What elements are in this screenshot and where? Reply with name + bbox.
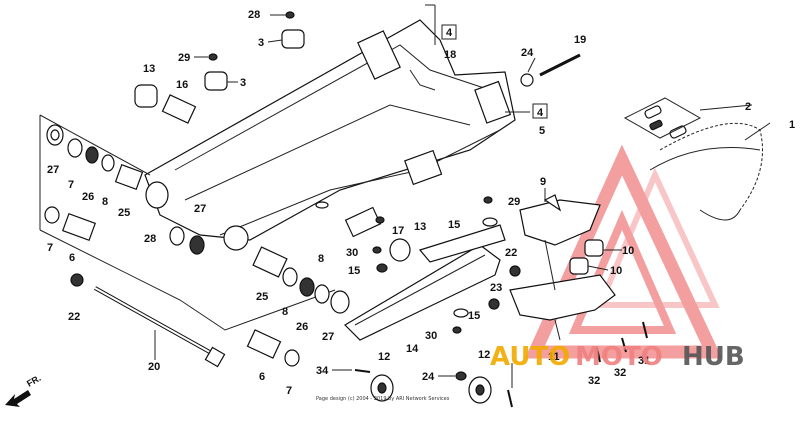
callout-30b: 30 — [346, 247, 358, 259]
callout-27a: 27 — [47, 164, 59, 176]
callout-4a: 4 — [446, 27, 453, 39]
callout-2: 2 — [745, 101, 751, 113]
callout-30a: 29 — [508, 196, 520, 208]
callout-22b: 23 — [490, 282, 502, 294]
front-arrow-icon: FR. — [5, 373, 43, 407]
front-arrow-label: FR. — [25, 373, 43, 389]
callout-8b: 8 — [102, 196, 108, 208]
callout-19: 19 — [574, 34, 586, 46]
callout-10b: 10 — [610, 265, 622, 277]
right-bearings — [246, 206, 411, 367]
callout-32b: 32 — [614, 367, 626, 379]
callout-8d: 8 — [318, 253, 324, 265]
assembly-outlines — [39, 4, 530, 331]
callout-3a: 3 — [258, 37, 264, 49]
copyright-text: Page design (c) 2004 - 2019 by ARI Netwo… — [316, 396, 450, 402]
callout-15a: 15 — [448, 219, 460, 231]
callout-6a: 6 — [69, 252, 75, 264]
callout-13a: 13 — [143, 63, 155, 75]
callout-3b: 3 — [240, 77, 246, 89]
callout-17: 17 — [392, 225, 404, 237]
callout-21: 22 — [68, 311, 80, 323]
callout-16: 16 — [176, 79, 188, 91]
watermark-auto: AUTO — [490, 342, 570, 372]
callout-15c: 15 — [468, 310, 480, 322]
collars — [569, 239, 604, 275]
callout-13b: 13 — [414, 221, 426, 233]
callout-12a: 12 — [378, 351, 390, 363]
swingarm — [144, 19, 516, 251]
callout-7a: 7 — [47, 242, 53, 254]
watermark-moto: MOTO — [575, 342, 663, 372]
pivot-bolt — [94, 286, 226, 368]
callout-8c: 8 — [282, 306, 288, 318]
callout-5: 5 — [539, 125, 545, 137]
callout-25b: 25 — [256, 291, 268, 303]
callout-24: 24 — [521, 47, 534, 59]
left-bearings — [44, 84, 205, 287]
boxed-label-frames — [441, 24, 548, 119]
callout-7b: 7 — [286, 385, 292, 397]
callout-14: 14 — [406, 343, 419, 355]
callout-26a: 26 — [82, 191, 94, 203]
rollers — [370, 374, 492, 404]
watermark-text: AUTO MOTO HUB — [490, 342, 745, 372]
watermark-hub: HUB — [682, 342, 745, 372]
callout-26b: 26 — [296, 321, 308, 333]
callout-8a: 7 — [68, 179, 74, 191]
callout-33: 34 — [316, 365, 329, 377]
callout-23: 24 — [422, 371, 435, 383]
callout-4b: 4 — [537, 107, 544, 119]
callout-25a: 25 — [118, 207, 130, 219]
callout-29a: 28 — [248, 9, 260, 21]
callout-9: 9 — [540, 176, 546, 188]
callout-10a: 10 — [622, 245, 634, 257]
callout-labels: 28 3 29 3 13 16 4 18 24 19 4 5 2 1 27 7 … — [47, 9, 795, 397]
callout-6b: 6 — [259, 371, 265, 383]
callout-12b: 12 — [478, 349, 490, 361]
leader-lines — [154, 14, 771, 388]
callout-31: 31 — [638, 355, 650, 367]
callout-11: 11 — [548, 351, 560, 363]
chain-guide — [509, 194, 616, 321]
callout-28a: 27 — [194, 203, 206, 215]
fasteners — [204, 11, 648, 408]
callout-1: 1 — [789, 119, 795, 131]
callout-27b: 27 — [322, 331, 334, 343]
callout-30c: 30 — [425, 330, 437, 342]
callout-28b: 28 — [144, 233, 156, 245]
callout-20: 20 — [148, 361, 160, 373]
callout-18: 18 — [444, 49, 456, 61]
callout-32a: 32 — [588, 375, 600, 387]
callout-29b: 29 — [178, 52, 190, 64]
chain-slider — [344, 224, 506, 341]
callout-22a: 22 — [505, 247, 517, 259]
callout-15b: 15 — [348, 265, 360, 277]
